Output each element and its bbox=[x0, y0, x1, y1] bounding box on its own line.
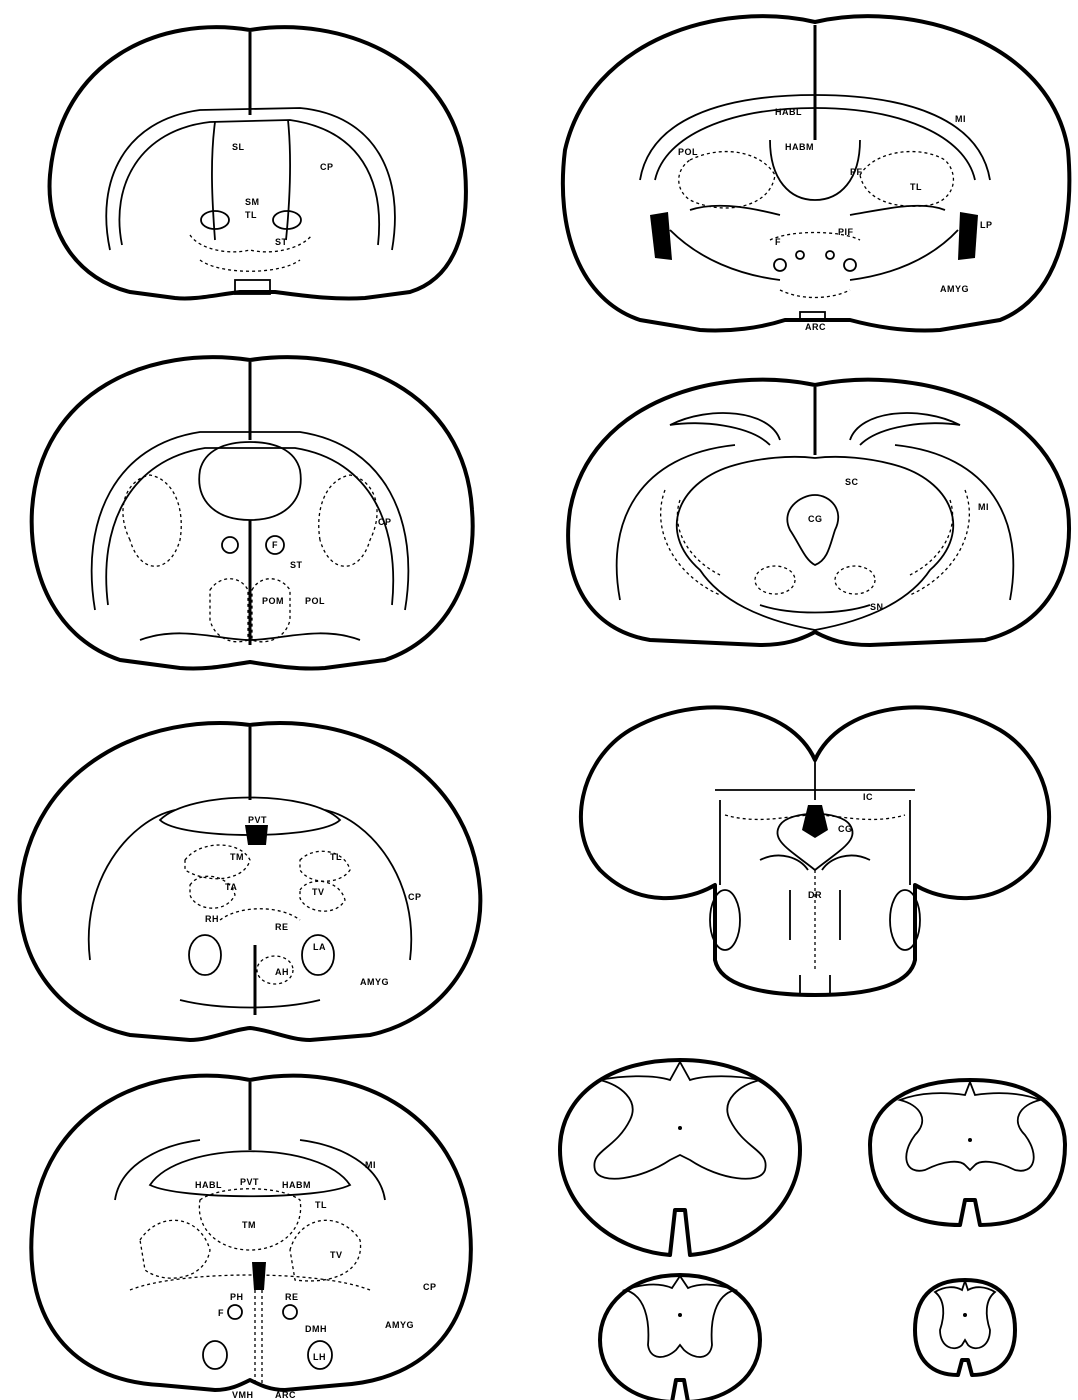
label-amyg: AMYG bbox=[385, 1320, 414, 1330]
label-tl: TL bbox=[330, 852, 342, 862]
spinal-cord-section-4 bbox=[915, 1280, 1015, 1375]
label-vmh: VMH bbox=[232, 1390, 254, 1400]
spinal-cord-section-1 bbox=[560, 1060, 800, 1255]
label-f: F bbox=[272, 540, 278, 550]
label-st: ST bbox=[290, 560, 303, 570]
label-mi: MI bbox=[365, 1160, 376, 1170]
spinal-cord-section-2 bbox=[870, 1080, 1065, 1225]
label-f: F bbox=[775, 237, 781, 247]
label-amyg: AMYG bbox=[360, 977, 389, 987]
label-f: F bbox=[218, 1308, 224, 1318]
label-lp: LP bbox=[980, 220, 993, 230]
label-habm: HABM bbox=[282, 1180, 311, 1190]
spinal-cord-section-3 bbox=[600, 1275, 760, 1400]
label-sm: SM bbox=[245, 197, 260, 207]
label-habm: HABM bbox=[785, 142, 814, 152]
label-cg: CG bbox=[808, 514, 823, 524]
label-cp: CP bbox=[423, 1282, 437, 1292]
label-sl: SL bbox=[232, 142, 245, 152]
brain-section-4: SC CG MI SN bbox=[568, 380, 1069, 645]
label-ic: IC bbox=[863, 792, 873, 802]
label-pvt: PVT bbox=[240, 1177, 259, 1187]
label-tm: TM bbox=[242, 1220, 256, 1230]
label-tv: TV bbox=[312, 887, 325, 897]
label-arc: ARC bbox=[275, 1390, 296, 1400]
brain-section-5: PVT TM TL TA TV RH RE CP AH LA AMYG bbox=[20, 723, 481, 1040]
label-dmh: DMH bbox=[305, 1324, 327, 1334]
label-sn: SN bbox=[870, 602, 884, 612]
label-tl: TL bbox=[245, 210, 257, 220]
label-pif: PIF bbox=[838, 227, 854, 237]
label-re: RE bbox=[275, 922, 289, 932]
label-habl: HABL bbox=[775, 107, 802, 117]
label-tv: TV bbox=[330, 1250, 343, 1260]
label-cp: CP bbox=[378, 517, 392, 527]
label-ta: TA bbox=[225, 882, 237, 892]
label-la: LA bbox=[313, 942, 326, 952]
label-rh: RH bbox=[205, 914, 219, 924]
brain-section-1: SL CP SM TL ST bbox=[50, 27, 466, 298]
label-cp: CP bbox=[320, 162, 334, 172]
brain-section-6: IC CG DR bbox=[581, 707, 1049, 995]
label-pol: POL bbox=[678, 147, 698, 157]
label-ph: PH bbox=[230, 1292, 244, 1302]
label-amyg: AMYG bbox=[940, 284, 969, 294]
label-tm: TM bbox=[230, 852, 244, 862]
label-mi: MI bbox=[978, 502, 989, 512]
label-cp: CP bbox=[408, 892, 422, 902]
label-dr: DR bbox=[808, 890, 822, 900]
label-pol: POL bbox=[305, 596, 325, 606]
label-cg: CG bbox=[838, 824, 853, 834]
brain-section-7: HABL PVT HABM MI TL TM TV PH RE F DMH CP… bbox=[31, 1076, 471, 1400]
label-sc: SC bbox=[845, 477, 859, 487]
label-tl: TL bbox=[910, 182, 922, 192]
label-pvt: PVT bbox=[248, 815, 267, 825]
label-re: RE bbox=[285, 1292, 299, 1302]
label-tl: TL bbox=[315, 1200, 327, 1210]
label-pf: PF bbox=[850, 167, 863, 177]
brain-section-3: CP F ST POM POL bbox=[32, 357, 473, 668]
label-ah: AH bbox=[275, 967, 289, 977]
label-st: ST bbox=[275, 237, 288, 247]
label-lh: LH bbox=[313, 1352, 326, 1362]
label-pom: POM bbox=[262, 596, 284, 606]
brain-section-2: HABL HABM MI POL TL PF PIF F LP AMYG ARC bbox=[563, 16, 1069, 332]
label-habl: HABL bbox=[195, 1180, 222, 1190]
label-mi: MI bbox=[955, 114, 966, 124]
label-arc: ARC bbox=[805, 322, 826, 332]
